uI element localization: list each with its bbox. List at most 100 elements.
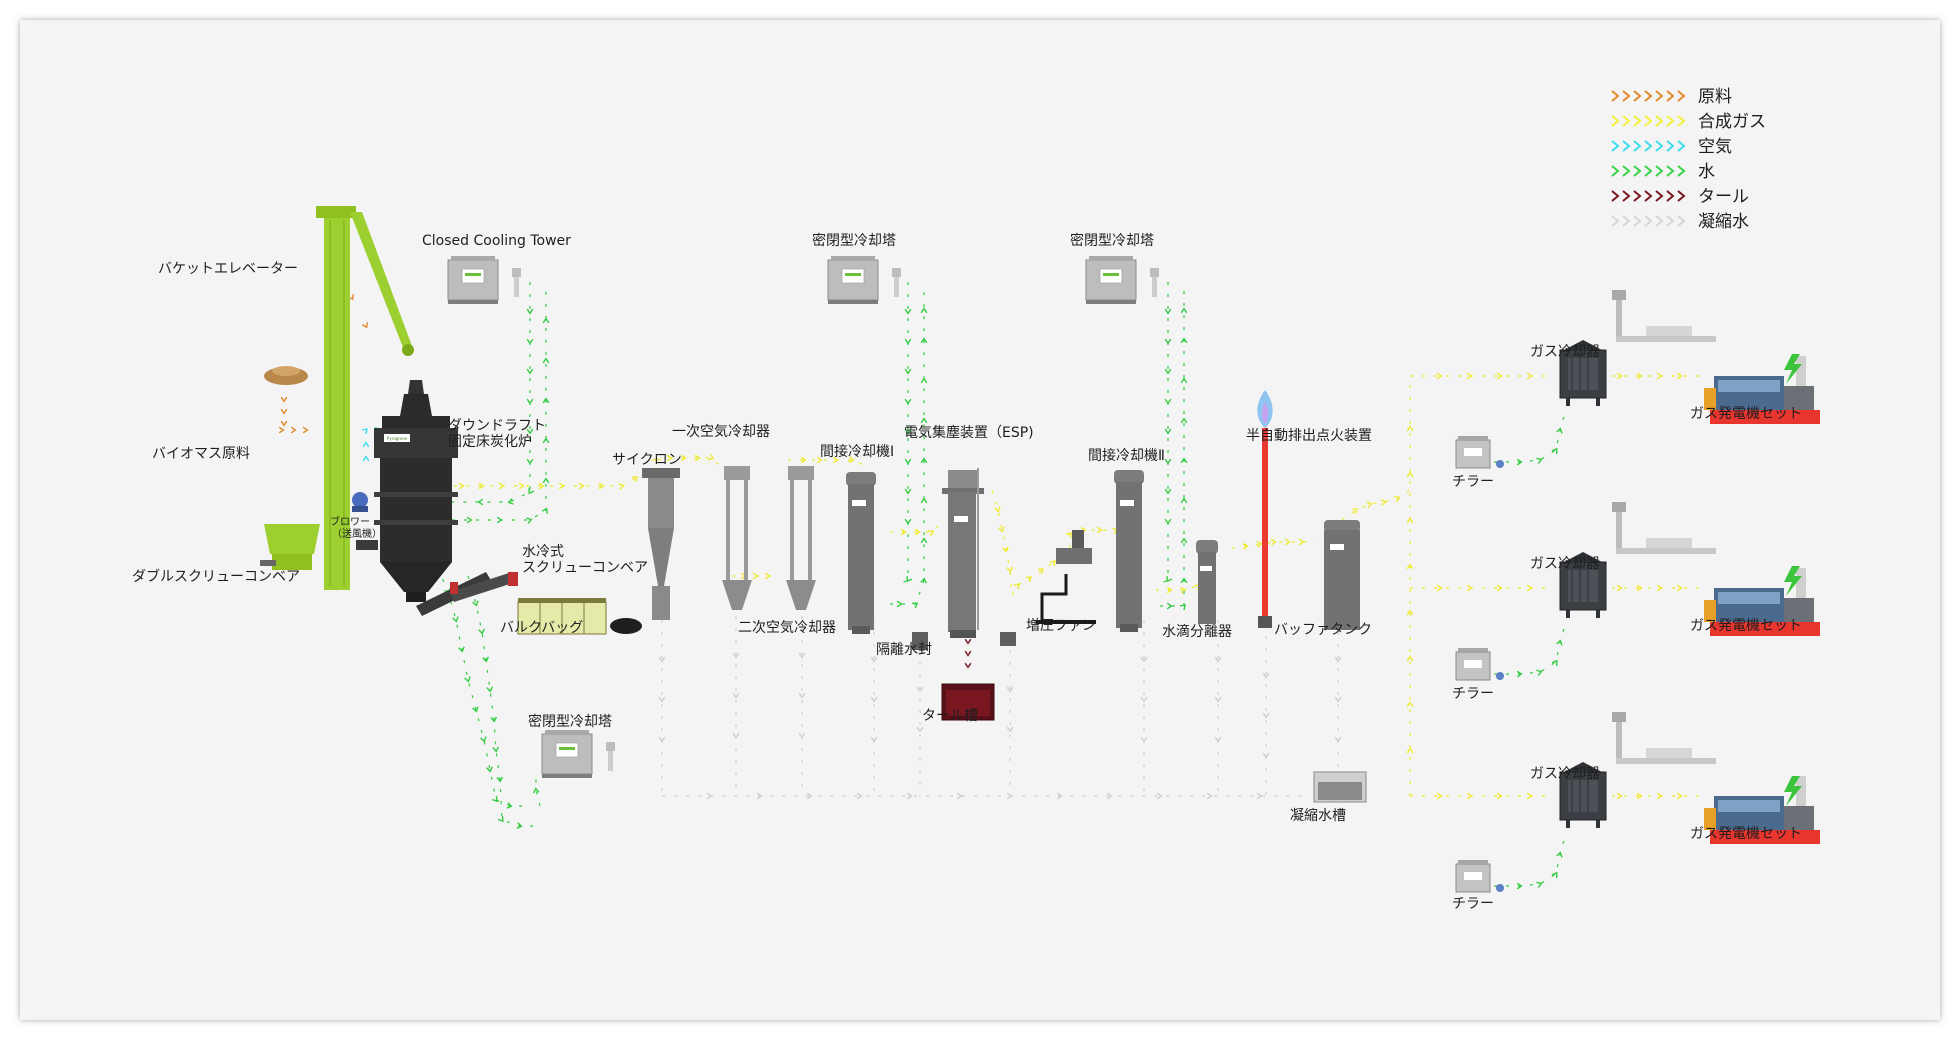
legend-label: 凝縮水 xyxy=(1698,212,1749,232)
tar-tank xyxy=(941,683,995,721)
label-closed-cooling-tower: Closed Cooling Tower xyxy=(422,233,571,249)
water-screw-conveyor xyxy=(416,572,518,616)
condensate-tank xyxy=(1313,771,1367,803)
legend-swatch xyxy=(1611,190,1686,202)
label-primary-cooler: 一次空気冷却器 xyxy=(672,424,770,440)
label-chiller-1: チラー xyxy=(1452,474,1494,490)
chiller-3 xyxy=(1455,859,1505,893)
flow-syngas-furnace-to-cyclone xyxy=(442,469,647,490)
legend-label: 水 xyxy=(1698,162,1715,182)
legend-item: タール xyxy=(1611,187,1749,207)
label-chiller-3: チラー xyxy=(1452,896,1494,912)
primary-air-cooler xyxy=(722,466,752,610)
flow-lines xyxy=(278,260,1700,890)
legend-item: 水 xyxy=(1611,162,1715,182)
bucket-elevator xyxy=(316,206,414,590)
label-droplet-separator: 水滴分離器 xyxy=(1162,623,1232,640)
legend-item: 空気 xyxy=(1611,137,1732,157)
furnace-brand: Pyrogreen xyxy=(387,436,408,441)
labels: バケットエレベーター バイオマス原料 ダブルスクリューコンベア ブロワー （送風… xyxy=(132,232,1802,912)
legend-item: 合成ガス xyxy=(1611,112,1766,132)
isolation-water-seal xyxy=(912,632,1016,650)
flow-syngas-fan-to-ic2 xyxy=(1065,519,1129,548)
label-cooling-tower-a: 密閉型冷却塔 xyxy=(812,232,896,249)
label-generator-3: ガス発電機セット xyxy=(1690,826,1802,842)
flow-syngas-secondary-to-ic1 xyxy=(788,456,867,467)
flow-syngas-esp-to-fan xyxy=(1011,547,1061,596)
flare-stack xyxy=(1257,390,1273,628)
label-water-seal: 隔離水封 xyxy=(876,641,932,658)
label-booster-fan: 増圧ファン xyxy=(1026,618,1096,634)
legend-swatch xyxy=(1611,140,1686,152)
flow-water-screw-loop-b xyxy=(467,575,540,829)
exhaust-2 xyxy=(1612,502,1716,554)
exhaust-1 xyxy=(1612,290,1716,342)
label-blower-1: ブロワー xyxy=(330,515,370,528)
label-indirect-cooler-2: 間接冷却機Ⅱ xyxy=(1088,447,1165,464)
label-chiller-2: チラー xyxy=(1452,686,1494,702)
flow-water-chiller-3 xyxy=(1494,833,1567,890)
legend-swatch xyxy=(1611,215,1686,227)
label-flare: 半自動排出点火装置 xyxy=(1246,428,1372,444)
flow-water-chiller-2 xyxy=(1494,621,1567,678)
label-double-screw: ダブルスクリューコンベア xyxy=(132,568,300,585)
double-screw-conveyor xyxy=(260,524,320,570)
label-water-screw-1: 水冷式 xyxy=(522,544,564,560)
flow-water-tower-closed xyxy=(450,282,535,506)
label-esp: 電気集塵装置（ESP) xyxy=(904,424,1034,441)
legend-label: 原料 xyxy=(1698,87,1732,107)
flow-syngas-cyclone-to-primary xyxy=(651,453,721,470)
label-indirect-cooler-1: 間接冷却機Ⅰ xyxy=(820,443,894,460)
chiller-2 xyxy=(1455,647,1505,681)
label-bucket-elevator: バケットエレベーター xyxy=(158,261,298,277)
esp xyxy=(942,468,984,638)
legend-item: 凝縮水 xyxy=(1611,212,1749,232)
cooling-tower-a xyxy=(827,255,902,305)
legend-item: 原料 xyxy=(1611,87,1732,107)
label-furnace-1: ダウンドラフト xyxy=(448,418,546,434)
label-water-screw-2: スクリューコンベア xyxy=(522,560,648,576)
flow-water-chiller-1 xyxy=(1494,409,1567,466)
legend-label: 空気 xyxy=(1698,137,1732,157)
chiller-1 xyxy=(1455,435,1505,469)
blower xyxy=(352,492,368,512)
cyclone xyxy=(642,468,680,620)
label-tar-tank: タール槽 xyxy=(922,708,978,724)
legend-label: 合成ガス xyxy=(1698,112,1766,132)
exhaust-3 xyxy=(1612,712,1716,764)
flow-syngas-separator-to-buffer xyxy=(1231,538,1316,550)
legend-swatch xyxy=(1611,90,1686,102)
label-gas-cooler-1: ガス冷却器 xyxy=(1530,344,1600,360)
bulk-bags xyxy=(517,598,607,635)
secondary-air-cooler xyxy=(786,466,816,610)
legend-swatch xyxy=(1611,115,1686,127)
label-cooling-tower-c: 密閉型冷却塔 xyxy=(528,713,612,730)
label-furnace-2: 固定床炭化炉 xyxy=(448,434,532,450)
cooling-tower-bottom xyxy=(541,729,616,779)
label-cyclone: サイクロン xyxy=(612,452,682,468)
power-icon xyxy=(1784,354,1802,806)
label-cooling-tower-b: 密閉型冷却塔 xyxy=(1070,232,1154,249)
label-gas-cooler-3: ガス冷却器 xyxy=(1530,766,1600,782)
droplet-separator xyxy=(1196,540,1218,624)
legend-label: タール xyxy=(1698,187,1749,207)
flow-water-tower-a-return xyxy=(890,290,928,609)
flow-water-tower-closed-return xyxy=(440,290,550,524)
flow-water-screw-loop xyxy=(437,567,530,809)
flow-water-tower-b xyxy=(1155,282,1173,587)
char-pile xyxy=(610,618,642,634)
label-bulk-bag: バルクバッグ xyxy=(500,620,583,636)
label-biomass: バイオマス原料 xyxy=(152,446,250,462)
label-blower-2: （送風機） xyxy=(332,527,382,540)
legend-swatch xyxy=(1611,165,1686,177)
label-buffer-tank: バッファタンク xyxy=(1274,622,1372,638)
cooling-tower-b xyxy=(1085,255,1160,305)
label-generator-2: ガス発電機セット xyxy=(1690,618,1802,634)
buffer-tank xyxy=(1324,520,1360,630)
booster-fan xyxy=(1036,530,1096,624)
label-condensate-tank: 凝縮水槽 xyxy=(1290,808,1346,824)
indirect-cooler-1 xyxy=(846,472,876,634)
diagram-panel: 原料合成ガス空気水タール凝縮水 xyxy=(20,20,1940,1020)
